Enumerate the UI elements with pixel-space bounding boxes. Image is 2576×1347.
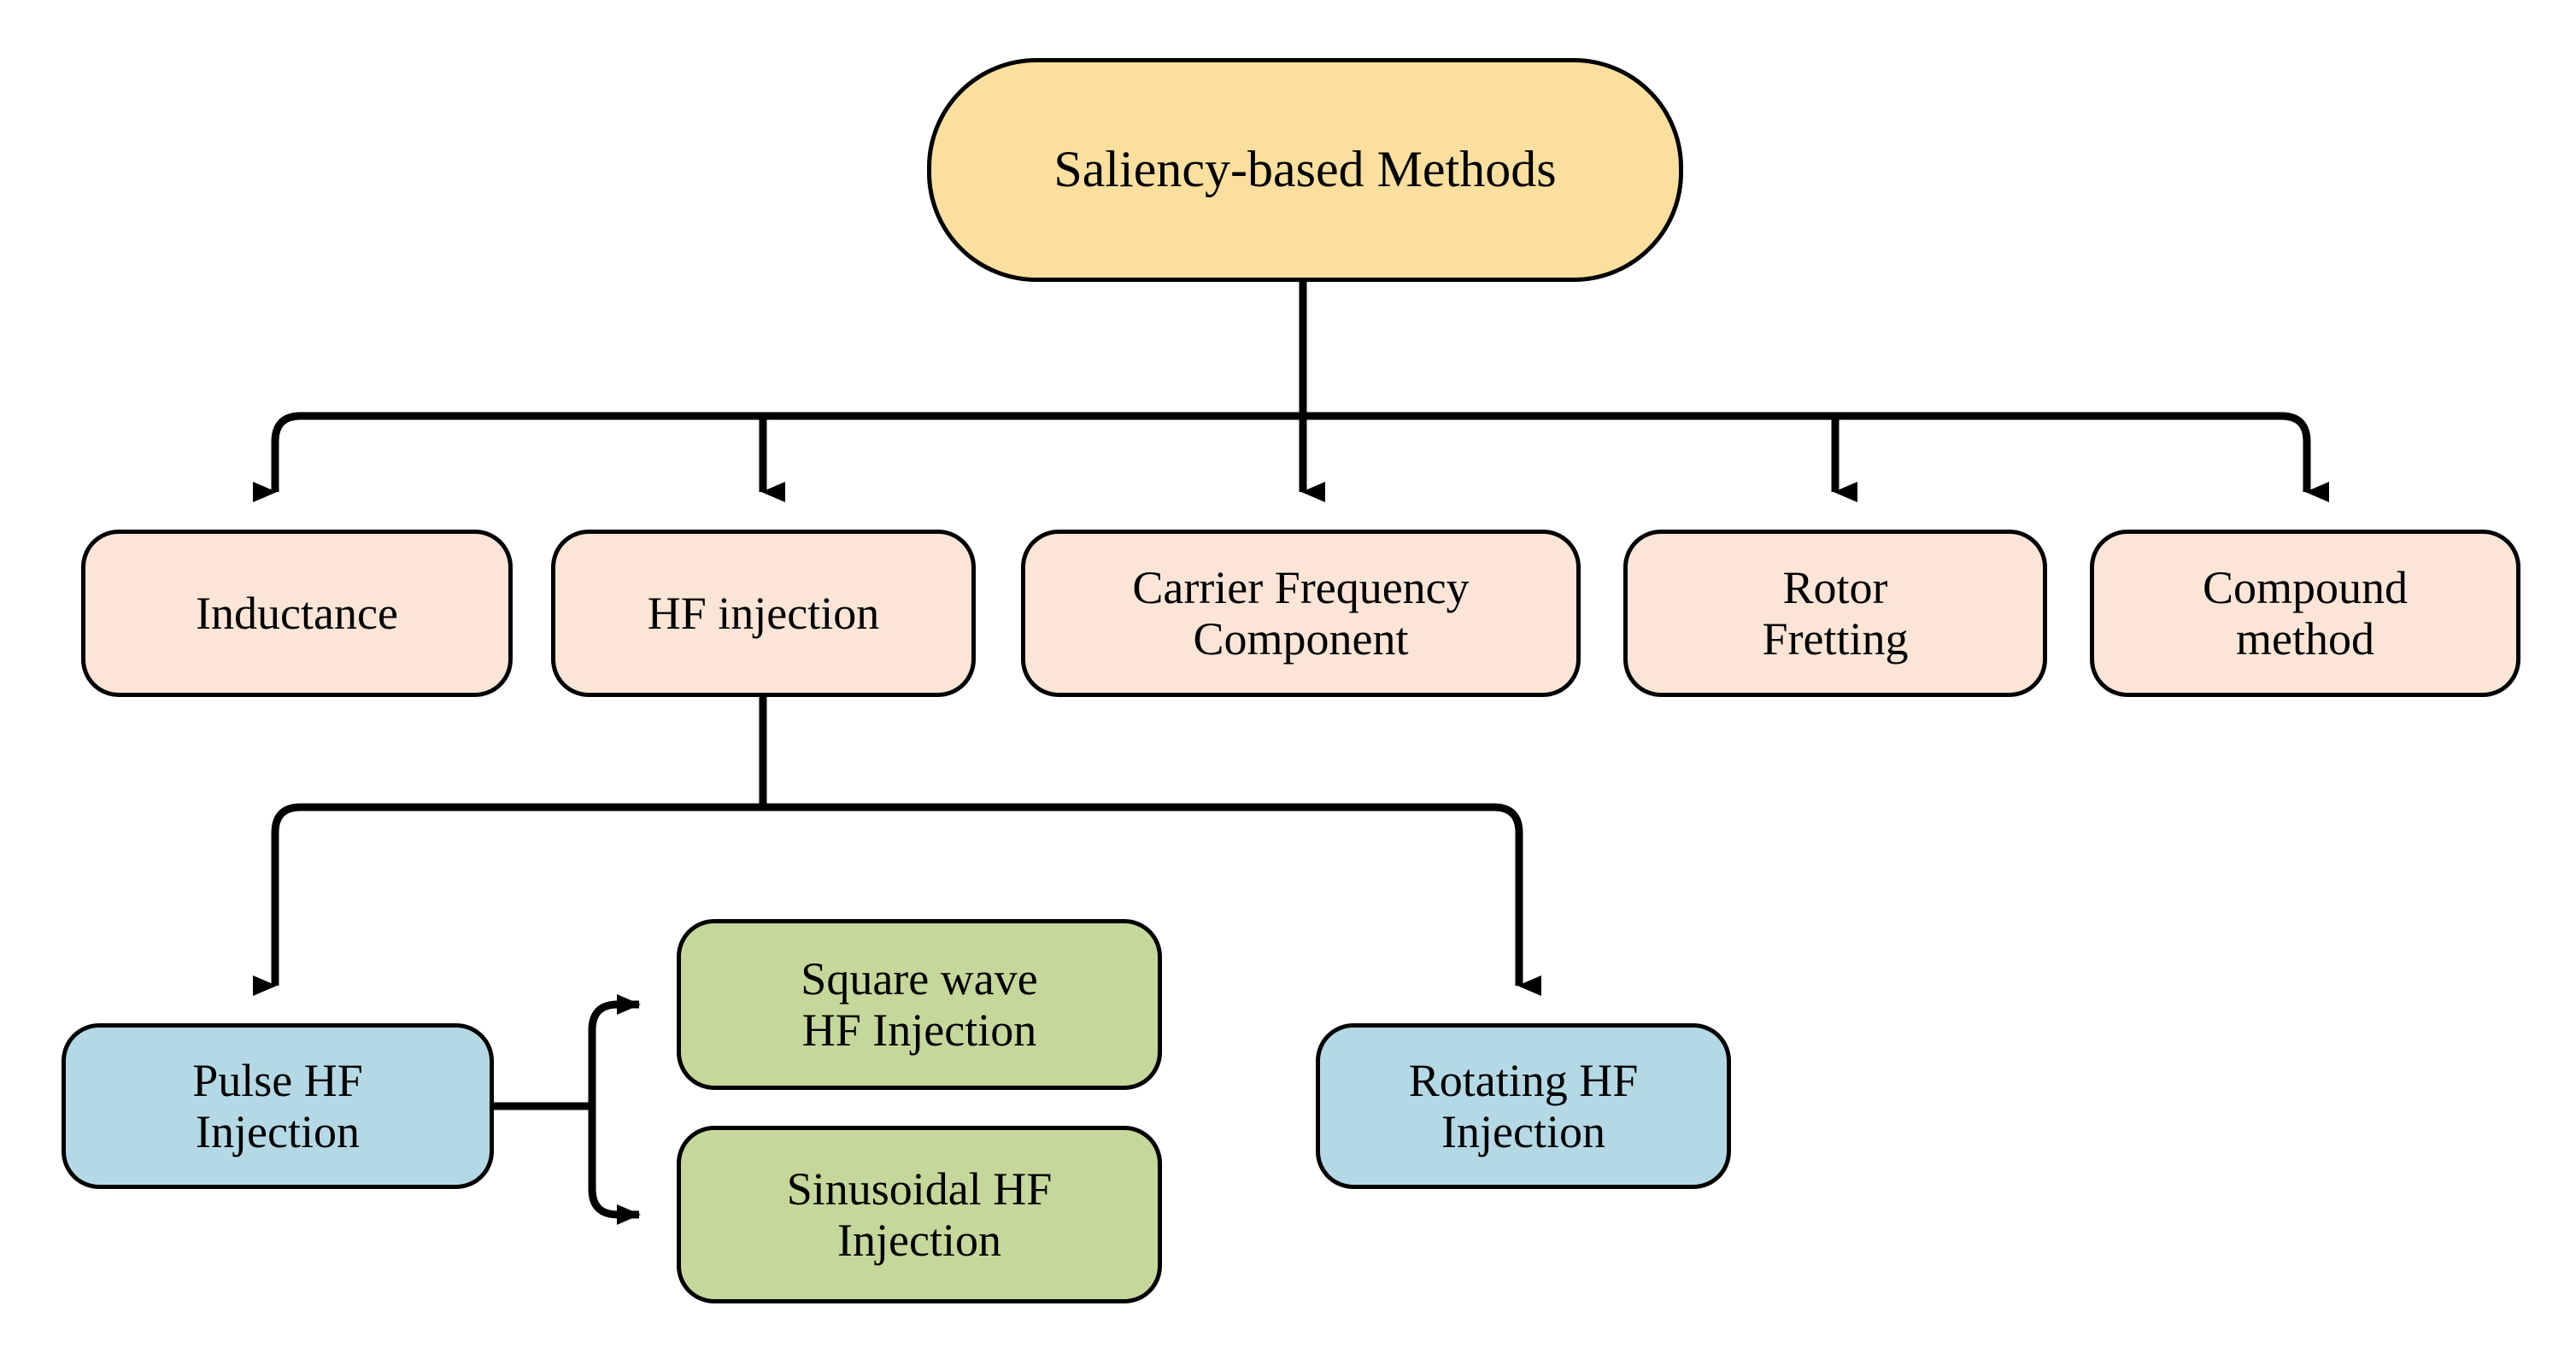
node-label-hf-injection: HF injection	[647, 587, 880, 639]
edge-pulse-to-square-wave	[588, 994, 641, 1106]
node-inductance[interactable]: Inductance	[81, 530, 513, 697]
node-label-saliency-based-methods: Saliency-based Methods	[1053, 141, 1557, 198]
node-hf-injection[interactable]: HF injection	[551, 530, 976, 697]
node-saliency-based-methods[interactable]: Saliency-based Methods	[927, 58, 1683, 282]
edge-pulse-to-sinusoidal	[588, 1106, 641, 1225]
node-label-inductance: Inductance	[196, 587, 398, 639]
edge-level1-bus	[253, 412, 2329, 502]
